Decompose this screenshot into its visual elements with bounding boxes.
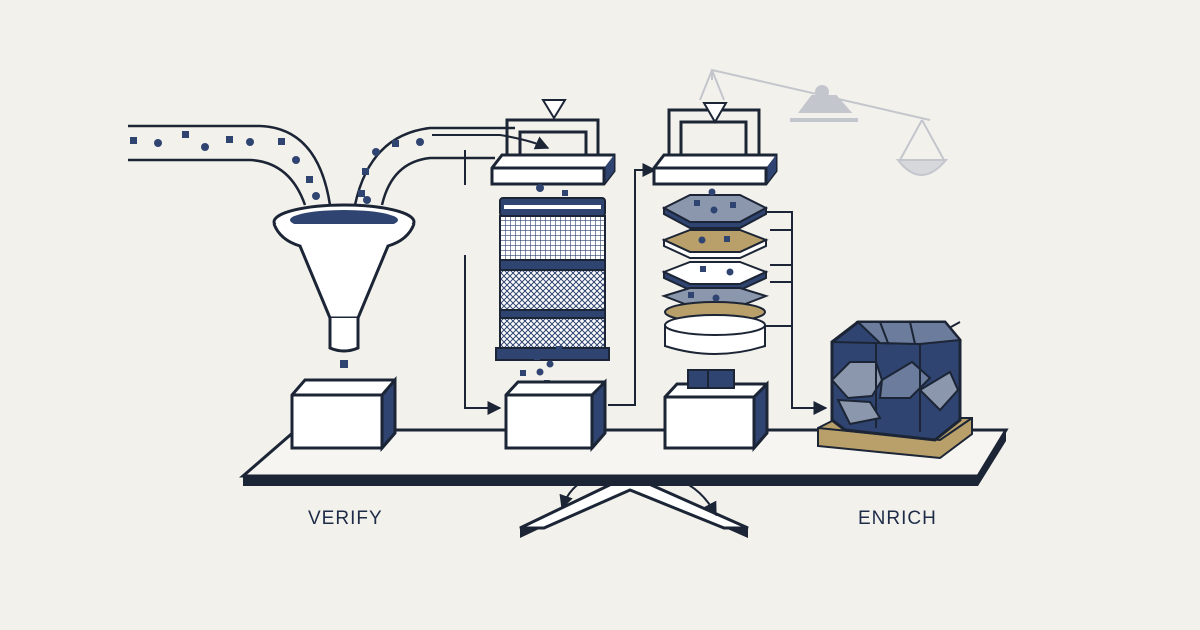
layer-stack-icon	[652, 102, 778, 355]
verify-box	[290, 375, 397, 453]
cube-stack-icon	[817, 320, 973, 460]
enrich-label: ENRICH	[858, 508, 937, 529]
input-stream-right	[353, 126, 515, 206]
funnel-icon	[272, 203, 416, 368]
seesaw-base-icon	[519, 477, 749, 538]
verify-label: VERIFY	[308, 508, 383, 529]
input-stream-left	[128, 124, 332, 206]
filter-box	[504, 378, 607, 453]
platform	[238, 428, 1009, 486]
connector-lines	[432, 134, 828, 415]
layer-box	[663, 369, 769, 453]
filter-press-icon	[490, 99, 616, 390]
balance-scale-icon	[699, 68, 949, 176]
particles	[130, 131, 424, 204]
